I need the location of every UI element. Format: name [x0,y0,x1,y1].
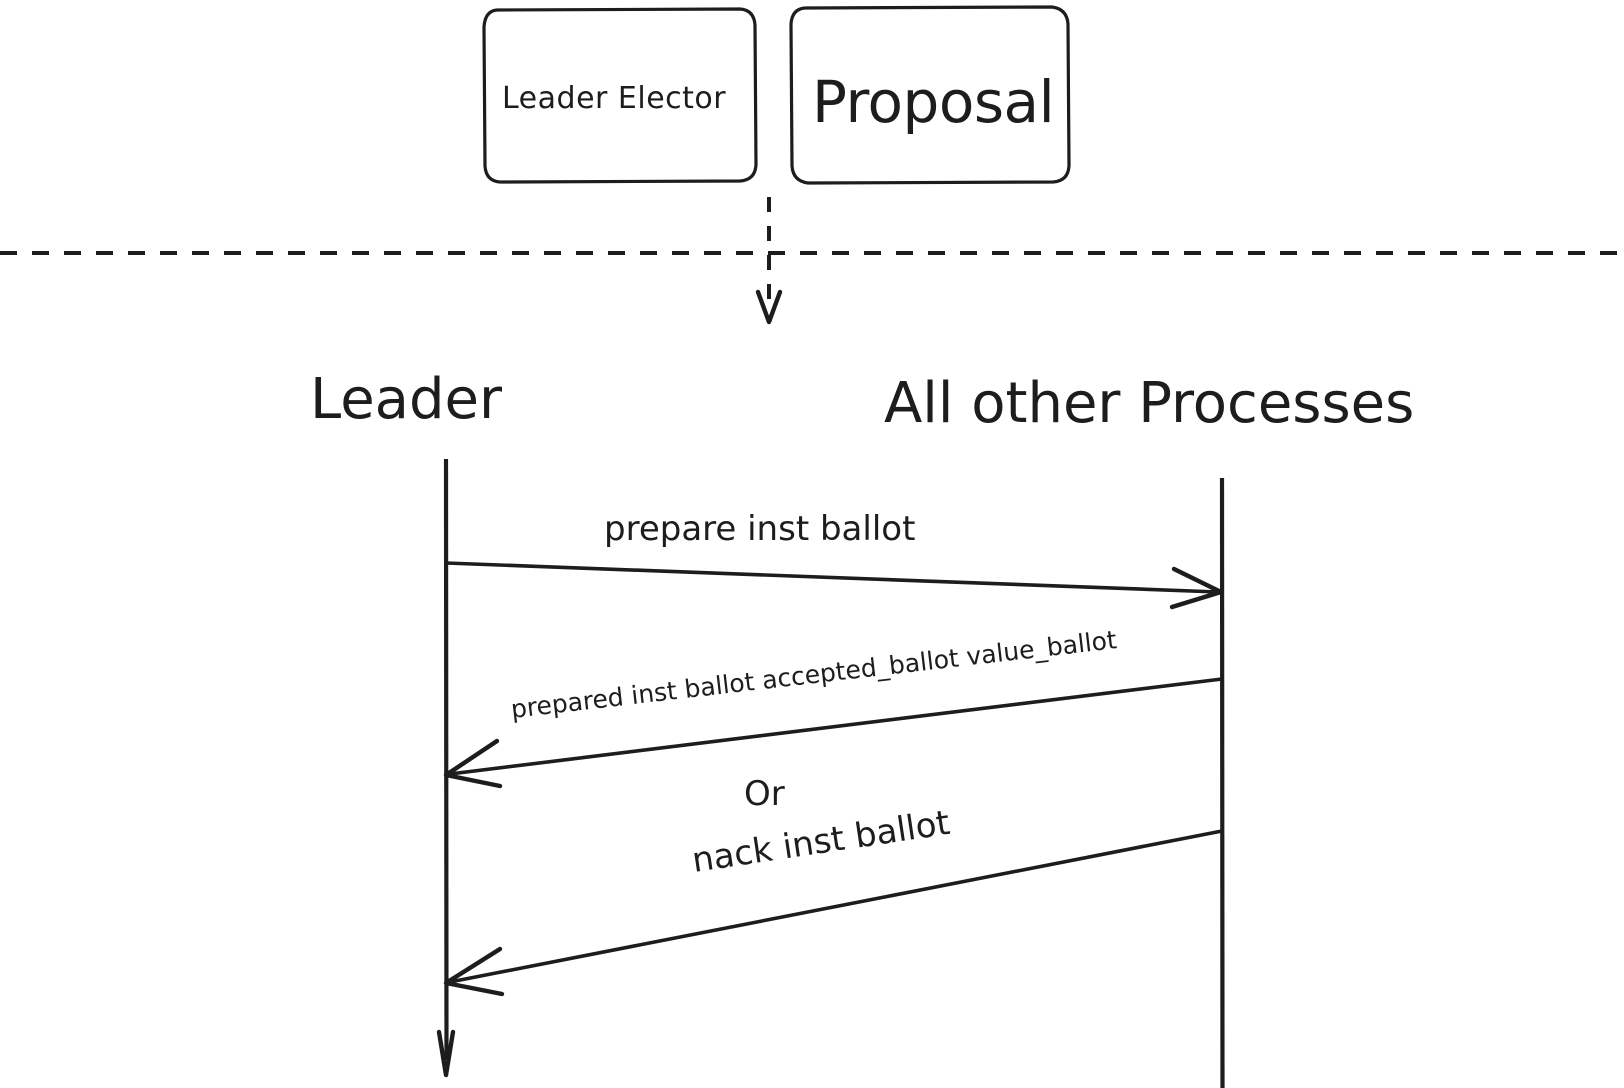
message-arrow-prepare [444,561,1224,610]
participant-title-leader: Leader [310,367,503,432]
message-arrow-nack [443,829,1224,997]
message-label-prepare: prepare inst ballot [604,509,915,549]
message-label-nack: nack inst ballot [689,803,952,881]
leader-elector-box[interactable] [482,7,758,184]
proposal-box[interactable] [789,5,1071,185]
participant-title-all-other-processes: All other Processes [884,371,1414,436]
message-label-or: Or [744,774,785,814]
lifeline-all-other-processes [1219,477,1225,1088]
message-arrow-prepared [443,677,1224,789]
lifeline-leader [436,458,456,1078]
flow-arrow-dashed [755,197,783,325]
proposal-label: Proposal [812,68,1054,136]
message-label-prepared: prepared inst ballot accepted_ballot val… [509,625,1118,724]
leader-elector-label: Leader Elector [502,81,726,116]
